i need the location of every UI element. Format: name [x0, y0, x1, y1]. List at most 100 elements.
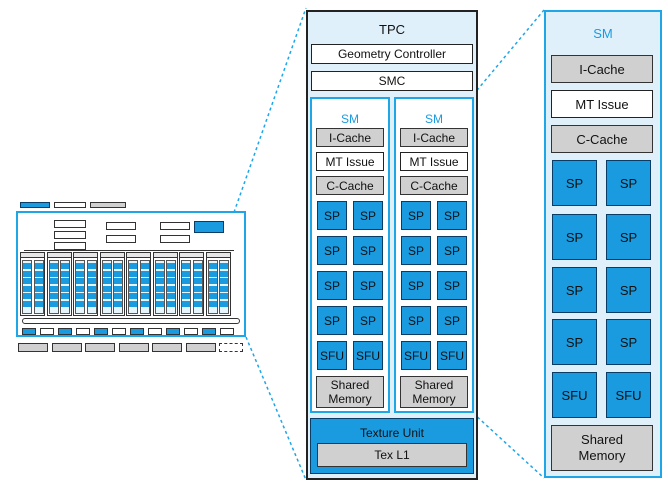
overview-sp-cell — [155, 285, 164, 292]
overview-sp-cell — [114, 285, 122, 292]
overview-sp-cell — [140, 263, 149, 269]
overview-sp-cell — [208, 293, 217, 299]
tpc-sm-left-mt-issue: MT Issue — [316, 152, 384, 171]
overview-sp-cell — [34, 270, 43, 277]
tpc-sm-left-sp-5: SP — [317, 271, 347, 300]
overview-rop-block — [76, 328, 90, 335]
overview-sp-cell — [49, 263, 58, 269]
overview-sp-cell — [140, 300, 149, 307]
tpc-sm-left-sp-1: SP — [317, 201, 347, 230]
overview-sp-cell — [102, 263, 111, 269]
overview-sp-cell — [129, 293, 137, 299]
overview-sp-cell — [49, 300, 58, 307]
overview-sp-cell — [114, 293, 122, 299]
overview-highlight-blue — [194, 221, 224, 233]
overview-sp-cell — [23, 300, 31, 307]
overview-sp-cell — [193, 293, 202, 299]
overview-sp-cell — [220, 293, 228, 299]
sm-detail-sfu-2: SFU — [606, 372, 651, 418]
overview-sp-cell — [61, 300, 69, 307]
overview-rop-block — [184, 328, 198, 335]
overview-sp-cell — [155, 270, 164, 277]
overview-sp-cell — [155, 263, 164, 269]
tpc-sm-left-ccache: C-Cache — [316, 176, 384, 195]
sm-detail-sp-3: SP — [552, 214, 597, 260]
tpc-sm-right-sfu-1: SFU — [401, 341, 431, 370]
overview-rop-block — [94, 328, 108, 335]
overview-controller-g — [160, 235, 190, 243]
overview-sp-cell — [102, 293, 111, 299]
sm-detail-ccache: C-Cache — [551, 125, 653, 153]
overview-sp-cell — [167, 263, 175, 269]
overview-sp-cell — [140, 270, 149, 277]
overview-sp-cell — [193, 278, 202, 284]
overview-sp-cell — [114, 300, 122, 307]
overview-tpc-header — [74, 253, 97, 258]
overview-sp-cell — [140, 293, 149, 299]
overview-memory-block — [185, 343, 216, 352]
overview-sp-cell — [220, 263, 228, 269]
overview-tpc-header — [21, 253, 44, 258]
tpc-sm-left-sp-2: SP — [353, 201, 383, 230]
overview-sp-cell — [193, 270, 202, 277]
overview-sp-cell — [49, 270, 58, 277]
overview-sp-cell — [34, 285, 43, 292]
overview-sp-cell — [167, 293, 175, 299]
overview-bus-line — [24, 250, 234, 251]
overview-tpc-header — [127, 253, 150, 258]
tpc-sm-right-sp-7: SP — [401, 306, 431, 335]
overview-sp-cell — [49, 278, 58, 284]
overview-sp-cell — [114, 270, 122, 277]
overview-sp-cell — [102, 285, 111, 292]
tpc-sm-right-sp-1: SP — [401, 201, 431, 230]
tpc-title: TPC — [379, 22, 405, 37]
overview-rop-block — [22, 328, 36, 335]
overview-sp-cell — [34, 278, 43, 284]
shared-memory-line-2: Memory — [578, 448, 626, 463]
overview-sp-cell — [49, 285, 58, 292]
overview-sp-cell — [34, 263, 43, 269]
overview-sp-cell — [129, 278, 137, 284]
overview-controller-d — [106, 222, 136, 230]
tpc-sm-left-title: SM — [341, 112, 359, 126]
overview-sp-cell — [208, 270, 217, 277]
overview-controller-c — [54, 242, 86, 250]
texture-unit-label: Texture Unit — [359, 426, 425, 440]
overview-memory-block — [85, 343, 115, 352]
tpc-sm-right-sp-2: SP — [437, 201, 467, 230]
overview-sp-cell — [129, 300, 137, 307]
overview-sp-cell — [61, 293, 69, 299]
overview-sp-cell — [182, 293, 190, 299]
tpc-sm-right-title: SM — [425, 112, 443, 126]
overview-sp-cell — [193, 285, 202, 292]
overview-rop-block — [148, 328, 162, 335]
overview-rop-block — [58, 328, 72, 335]
overview-rop-block — [112, 328, 126, 335]
overview-controller-a — [54, 220, 86, 228]
overview-sp-cell — [182, 270, 190, 277]
overview-sp-cell — [23, 285, 31, 292]
overview-rop-block — [40, 328, 54, 335]
tex-l1: Tex L1 — [317, 443, 467, 467]
overview-sp-cell — [76, 263, 84, 269]
shared-memory-line-2: Memory — [328, 392, 372, 406]
shared-memory-line-1: Shared — [414, 378, 454, 392]
overview-sp-cell — [23, 270, 31, 277]
sm-detail-sp-8: SP — [606, 319, 651, 365]
shared-memory-line-1: Shared — [330, 378, 370, 392]
shared-memory-line-1: Shared — [581, 432, 623, 447]
overview-tpc-header — [180, 253, 203, 258]
overview-sp-cell — [87, 270, 96, 277]
overview-memory-block — [118, 343, 149, 352]
overview-sp-cell — [182, 285, 190, 292]
overview-top-block-white — [54, 202, 86, 208]
overview-sp-cell — [220, 300, 228, 307]
chip-overview — [0, 0, 260, 360]
overview-tpc-header — [100, 253, 124, 258]
overview-sp-cell — [129, 263, 137, 269]
tpc-sm-right-sp-6: SP — [437, 271, 467, 300]
overview-sp-cell — [76, 300, 84, 307]
overview-sp-cell — [76, 293, 84, 299]
tpc-sm-left-sp-3: SP — [317, 236, 347, 265]
